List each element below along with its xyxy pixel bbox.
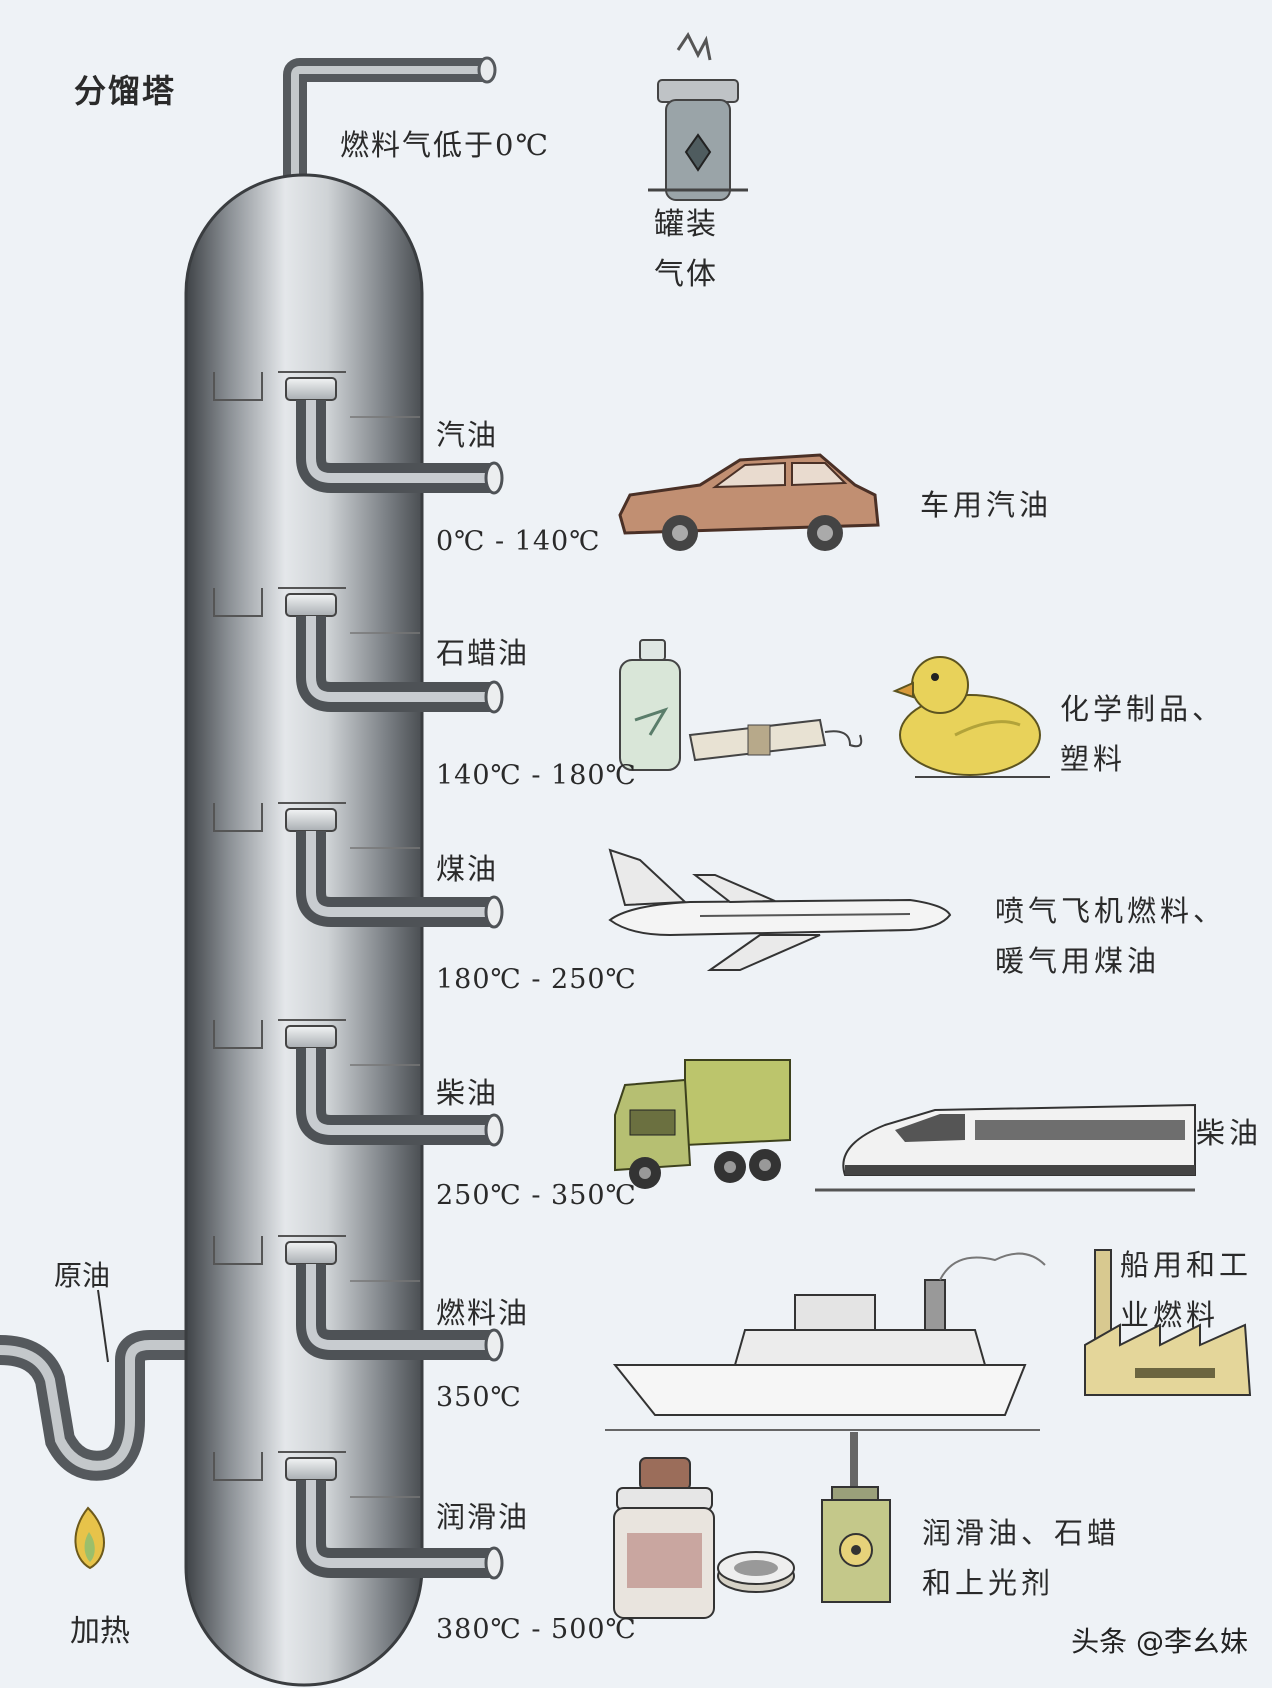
fraction-range-fuel-oil: 350℃ (436, 1382, 522, 1413)
pipe-outlet (484, 1546, 504, 1580)
pipe-outlet (484, 461, 504, 495)
collector-cup (285, 1241, 337, 1265)
wax-tin-icon (717, 1551, 795, 1593)
side-draw-pipe-highlight (306, 1480, 494, 1568)
collector-cup (285, 1025, 337, 1049)
pipe-outlet (484, 1113, 504, 1147)
airplane-icon (608, 848, 952, 971)
tray-bracket (213, 803, 263, 832)
side-draw-pipe-highlight (306, 831, 494, 917)
fraction-use-kerosene: 喷气飞机燃料、 暖气用煤油 (995, 894, 1227, 978)
collector-cup (285, 808, 337, 832)
lubricant-jar-icon (613, 1457, 715, 1619)
gas-canister-icon (648, 32, 748, 201)
fuel-gas-label: 燃料气低于0℃ (340, 128, 550, 162)
fraction-name-paraffin: 石蜡油 (436, 636, 530, 670)
dump-truck-icon (614, 1059, 791, 1189)
side-draw-pipe-highlight (306, 400, 494, 483)
tray-bracket (213, 1236, 263, 1265)
rubber-duck-icon (892, 656, 1050, 778)
collector-cup (285, 377, 337, 401)
fraction-use-fuel-oil: 船用和工 业燃料 (1120, 1248, 1253, 1332)
pipe-outlet (484, 680, 504, 714)
flame-icon (74, 1506, 105, 1570)
side-draw-pipe-highlight (306, 1264, 494, 1350)
diagram-title: 分馏塔 (74, 72, 177, 110)
tube-icon (688, 718, 863, 762)
tray-bracket (213, 1452, 263, 1481)
fraction-range-paraffin: 140℃ - 180℃ (436, 760, 637, 791)
tray-bracket (213, 588, 263, 617)
collector-cup (285, 1457, 337, 1481)
collector-cup (285, 593, 337, 617)
crude-oil-inlet-pipe (0, 1330, 200, 1481)
tray-bracket (213, 372, 263, 401)
ship-icon (605, 1252, 1046, 1431)
side-draw-pipe-highlight (306, 1048, 494, 1135)
pipe-outlet (484, 1328, 504, 1362)
fraction-name-fuel-oil: 燃料油 (436, 1296, 530, 1330)
fraction-name-lubricant: 润滑油 (436, 1500, 530, 1534)
crude-oil-label: 原油 (54, 1259, 111, 1292)
pipe-outlet (484, 895, 504, 929)
fraction-range-lubricant: 380℃ - 500℃ (436, 1614, 637, 1645)
side-draw-pipe-highlight (306, 616, 494, 702)
factory-icon (1084, 1249, 1252, 1396)
car-icon (618, 453, 880, 551)
oil-can-icon (821, 1432, 891, 1603)
watermark: 头条 @李幺妹 (1071, 1625, 1248, 1658)
fraction-range-diesel: 250℃ - 350℃ (436, 1180, 637, 1211)
bullet-train-icon (815, 1103, 1196, 1192)
heating-label: 加热 (70, 1614, 130, 1649)
crude-oil-leader-line (97, 1289, 109, 1363)
fraction-use-gasoline: 车用汽油 (920, 488, 1053, 522)
fraction-range-kerosene: 180℃ - 250℃ (436, 964, 637, 995)
fractionating-tower (184, 173, 424, 1687)
fraction-name-gasoline: 汽油 (436, 418, 499, 452)
fraction-use-diesel: 柴油 (1196, 1116, 1263, 1150)
fraction-range-gasoline: 0℃ - 140℃ (436, 526, 601, 557)
fraction-use-paraffin: 化学制品、 塑料 (1060, 692, 1226, 776)
fraction-name-diesel: 柴油 (436, 1076, 499, 1110)
tray-bracket (213, 1020, 263, 1049)
plastic-bottle-icon (619, 639, 681, 771)
bottled-gas-label: 罐装 气体 (654, 207, 718, 292)
fraction-use-lubricant: 润滑油、石蜡 和上光剂 (922, 1516, 1121, 1600)
fraction-name-kerosene: 煤油 (436, 852, 499, 886)
tower-trays (213, 371, 504, 1580)
